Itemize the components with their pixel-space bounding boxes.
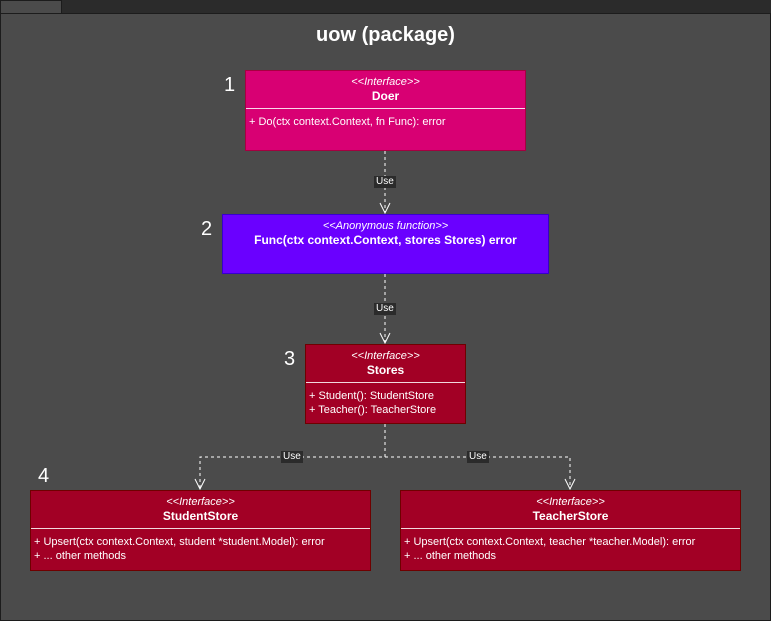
student-store-stereotype: <<Interface>> (166, 496, 235, 508)
teacher-store-stereotype: <<Interface>> (536, 496, 605, 508)
arrowhead-student-store (194, 478, 206, 491)
student-store-member: + ... other methods (34, 550, 127, 562)
edge-label-doer-func: Use (374, 176, 396, 188)
edge-label-stores-student: Use (281, 451, 303, 463)
student-store-separator (31, 528, 370, 529)
func-stereotype: <<Anonymous function>> (322, 220, 449, 232)
edge-stores-teacher (385, 456, 571, 489)
doer-interface-box[interactable]: <<Interface>> Doer + Do(ctx context.Cont… (245, 70, 526, 151)
stores-members: + Student(): StudentStore + Teacher(): T… (309, 389, 436, 417)
stores-member: + Teacher(): TeacherStore (309, 404, 437, 416)
teacher-store-member: + ... other methods (404, 550, 497, 562)
doer-stereotype: <<Interface>> (351, 76, 420, 88)
step-number-1: 1 (224, 74, 236, 96)
teacher-store-interface-box[interactable]: <<Interface>> TeacherStore + Upsert(ctx … (400, 490, 741, 571)
arrowhead-stores (379, 332, 391, 345)
step-number-4: 4 (38, 465, 50, 487)
teacher-store-separator (401, 528, 740, 529)
func-name: Func(ctx context.Context, stores Stores)… (254, 233, 517, 247)
doer-separator (246, 108, 525, 109)
package-tab (0, 0, 62, 13)
doer-member: + Do(ctx context.Context, fn Func): erro… (249, 116, 446, 128)
step-number-3: 3 (284, 348, 296, 370)
stores-interface-box[interactable]: <<Interface>> Stores + Student(): Studen… (305, 344, 466, 424)
stores-member: + Student(): StudentStore (309, 390, 435, 402)
arrowhead-teacher-store (564, 478, 576, 491)
step-number-2: 2 (201, 218, 213, 240)
func-anonymous-box[interactable]: <<Anonymous function>> Func(ctx context.… (222, 214, 549, 274)
edge-stores-student (199, 424, 386, 489)
package-title: uow (package) (316, 24, 455, 46)
doer-name: Doer (371, 89, 400, 103)
student-store-name: StudentStore (162, 509, 239, 523)
stores-stereotype: <<Interface>> (351, 350, 420, 362)
edge-label-stores-teacher: Use (467, 451, 489, 463)
arrowhead-func (379, 202, 391, 215)
student-store-member: + Upsert(ctx context.Context, student *s… (34, 536, 325, 548)
teacher-store-name: TeacherStore (532, 509, 609, 523)
doer-members: + Do(ctx context.Context, fn Func): erro… (249, 115, 446, 129)
stores-separator (306, 382, 465, 383)
teacher-store-members: + Upsert(ctx context.Context, teacher *t… (404, 535, 695, 563)
student-store-members: + Upsert(ctx context.Context, student *s… (34, 535, 325, 563)
edge-label-func-stores: Use (374, 303, 396, 315)
stores-name: Stores (366, 363, 405, 377)
teacher-store-member: + Upsert(ctx context.Context, teacher *t… (404, 536, 696, 548)
student-store-interface-box[interactable]: <<Interface>> StudentStore + Upsert(ctx … (30, 490, 371, 571)
